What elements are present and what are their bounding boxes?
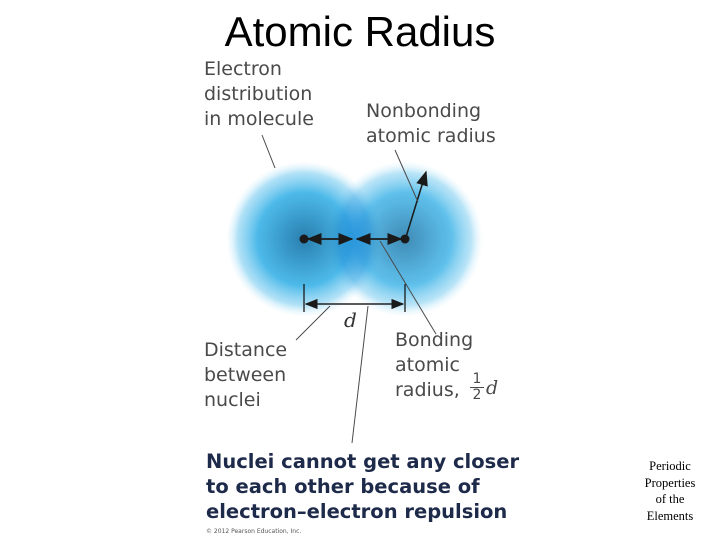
- nonbonding-radius-arrow: [405, 170, 428, 238]
- side-caption: Periodic Properties of the Elements: [644, 459, 696, 523]
- leader-nonbonding: [394, 149, 419, 203]
- label-electron-distribution: Electron distribution in molecule: [204, 58, 314, 130]
- leader-distance: [295, 305, 331, 341]
- distance-d-symbol: d: [344, 308, 357, 332]
- copyright-text: © 2012 Pearson Education, Inc.: [206, 528, 302, 535]
- leader-electron-distribution: [261, 134, 276, 169]
- nucleus-left: [299, 234, 309, 244]
- leader-bonding: [379, 240, 437, 335]
- bonding-d-symbol: d: [486, 377, 499, 399]
- label-nonbonding-radius: Nonbonding atomic radius: [366, 100, 496, 147]
- one-half-fraction: 1 2: [470, 372, 484, 403]
- label-bonding-radius: Bonding atomic radius,: [395, 329, 474, 401]
- page-title: Atomic Radius: [224, 8, 496, 55]
- label-distance-between-nuclei: Distance between nuclei: [204, 339, 288, 411]
- repulsion-note: Nuclei cannot get any closer to each oth…: [206, 450, 520, 523]
- nucleus-right: [400, 234, 410, 244]
- leader-repulsion: [351, 305, 369, 444]
